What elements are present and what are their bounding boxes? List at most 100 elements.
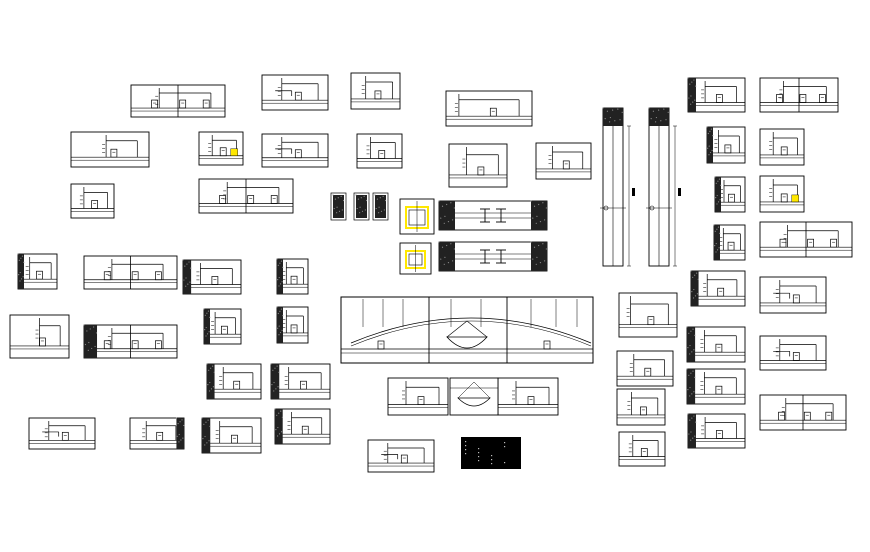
detail-section-box[interactable] bbox=[70, 183, 115, 219]
detail-section-box[interactable] bbox=[759, 128, 805, 166]
detail-section-box[interactable] bbox=[616, 350, 674, 387]
detail-frame bbox=[618, 431, 666, 467]
detail-section-box[interactable] bbox=[687, 77, 746, 113]
hatch-block bbox=[687, 327, 696, 362]
detail-section-box[interactable] bbox=[270, 363, 331, 400]
hatch-block bbox=[714, 225, 720, 260]
hatch-block bbox=[183, 260, 192, 294]
hatch-block bbox=[275, 409, 283, 444]
detail-section-box[interactable] bbox=[203, 308, 242, 345]
detail-section-box[interactable] bbox=[759, 276, 827, 314]
detail-section-box[interactable] bbox=[17, 253, 58, 290]
hatch-block bbox=[207, 364, 215, 399]
pendant-detail[interactable] bbox=[449, 377, 499, 416]
plan-detail[interactable] bbox=[399, 242, 432, 275]
detail-section-box[interactable] bbox=[535, 142, 592, 180]
detail-section-box[interactable] bbox=[618, 431, 666, 467]
detail-section-box[interactable] bbox=[182, 259, 242, 295]
plan-detail[interactable] bbox=[399, 198, 435, 235]
swatch-fill bbox=[356, 195, 367, 218]
hatch-block bbox=[277, 307, 283, 343]
hatch-block bbox=[691, 271, 699, 306]
detail-section-box[interactable] bbox=[686, 326, 746, 363]
detail-section-box[interactable] bbox=[687, 413, 746, 449]
wall-elevation[interactable] bbox=[600, 107, 635, 267]
detail-section-box[interactable] bbox=[616, 388, 666, 426]
detail-section-box[interactable] bbox=[759, 335, 827, 371]
detail-section-box[interactable] bbox=[198, 131, 244, 166]
detail-frame bbox=[356, 133, 403, 169]
detail-frame bbox=[448, 143, 508, 188]
dark-legend-panel bbox=[461, 437, 521, 469]
hatch-block bbox=[688, 78, 696, 112]
hatch-block bbox=[84, 325, 98, 358]
detail-section-box[interactable] bbox=[261, 133, 329, 168]
detail-section-box[interactable] bbox=[686, 368, 746, 405]
wall-cap-hatch bbox=[649, 108, 669, 126]
detail-section-box[interactable] bbox=[448, 143, 508, 188]
detail-frame bbox=[70, 183, 115, 219]
detail-section-box[interactable] bbox=[130, 84, 226, 118]
detail-frame bbox=[70, 131, 150, 168]
hatch-block bbox=[687, 369, 696, 404]
detail-section-box[interactable] bbox=[713, 224, 746, 261]
wall-hatch-left bbox=[439, 201, 455, 230]
detail-section-box[interactable] bbox=[690, 270, 746, 307]
detail-section-box[interactable] bbox=[445, 90, 533, 127]
wall-cap-hatch bbox=[603, 108, 623, 126]
detail-section-box[interactable] bbox=[129, 417, 185, 450]
detail-section-box[interactable] bbox=[83, 255, 178, 290]
detail-section-box[interactable] bbox=[276, 258, 309, 295]
joint-plan-detail[interactable] bbox=[438, 200, 548, 231]
detail-section-box[interactable] bbox=[706, 126, 746, 164]
hatch-block bbox=[715, 177, 721, 212]
detail-section-box[interactable] bbox=[350, 72, 401, 110]
detail-section-box[interactable] bbox=[274, 408, 331, 445]
detail-frame bbox=[198, 131, 244, 166]
detail-section-box[interactable] bbox=[28, 417, 96, 450]
detail-section-box[interactable] bbox=[759, 175, 805, 213]
detail-section-box[interactable] bbox=[70, 131, 150, 168]
detail-section-box[interactable] bbox=[759, 77, 839, 113]
detail-section-box[interactable] bbox=[83, 324, 178, 359]
detail-section-box[interactable] bbox=[206, 363, 262, 400]
hatch-block bbox=[204, 309, 210, 344]
swatch-fill bbox=[333, 195, 344, 218]
detail-section-box[interactable] bbox=[387, 377, 449, 416]
hatch-block bbox=[271, 364, 280, 399]
detail-frame bbox=[445, 90, 533, 127]
hatch-block bbox=[688, 414, 696, 448]
detail-section-box[interactable] bbox=[198, 178, 294, 214]
hatch-block bbox=[176, 418, 184, 449]
detail-section-box[interactable] bbox=[276, 306, 309, 344]
details-layer bbox=[9, 72, 853, 473]
detail-section-box[interactable] bbox=[618, 292, 678, 338]
detail-section-box[interactable] bbox=[356, 133, 403, 169]
detail-section-box[interactable] bbox=[759, 394, 847, 431]
detail-frame bbox=[618, 292, 678, 338]
hatch-block bbox=[202, 418, 211, 453]
detail-section-box[interactable] bbox=[261, 74, 329, 111]
shaded-swatch bbox=[372, 192, 389, 221]
detail-section-box[interactable] bbox=[9, 314, 70, 359]
hatch-block bbox=[277, 259, 283, 294]
arched-ceiling bbox=[350, 317, 592, 344]
joint-plan-detail[interactable] bbox=[438, 241, 548, 272]
highlight-marker bbox=[791, 194, 799, 203]
detail-section-box[interactable] bbox=[714, 176, 746, 213]
detail-section-box[interactable] bbox=[201, 417, 262, 454]
detail-section-box[interactable] bbox=[759, 221, 853, 258]
wall-hatch-left bbox=[439, 242, 455, 271]
swatch-fill bbox=[375, 195, 386, 218]
hatch-block bbox=[18, 254, 24, 289]
detail-section-box[interactable] bbox=[497, 377, 559, 416]
detail-section-box[interactable] bbox=[367, 439, 435, 473]
hatch-block bbox=[707, 127, 713, 163]
highlight-marker bbox=[230, 148, 238, 156]
wall-elevation[interactable] bbox=[646, 107, 681, 267]
shaded-swatch bbox=[330, 192, 347, 221]
wall-hatch-right bbox=[531, 201, 547, 230]
shaded-swatch bbox=[353, 192, 370, 221]
ceiling-section-panel[interactable] bbox=[340, 296, 594, 364]
